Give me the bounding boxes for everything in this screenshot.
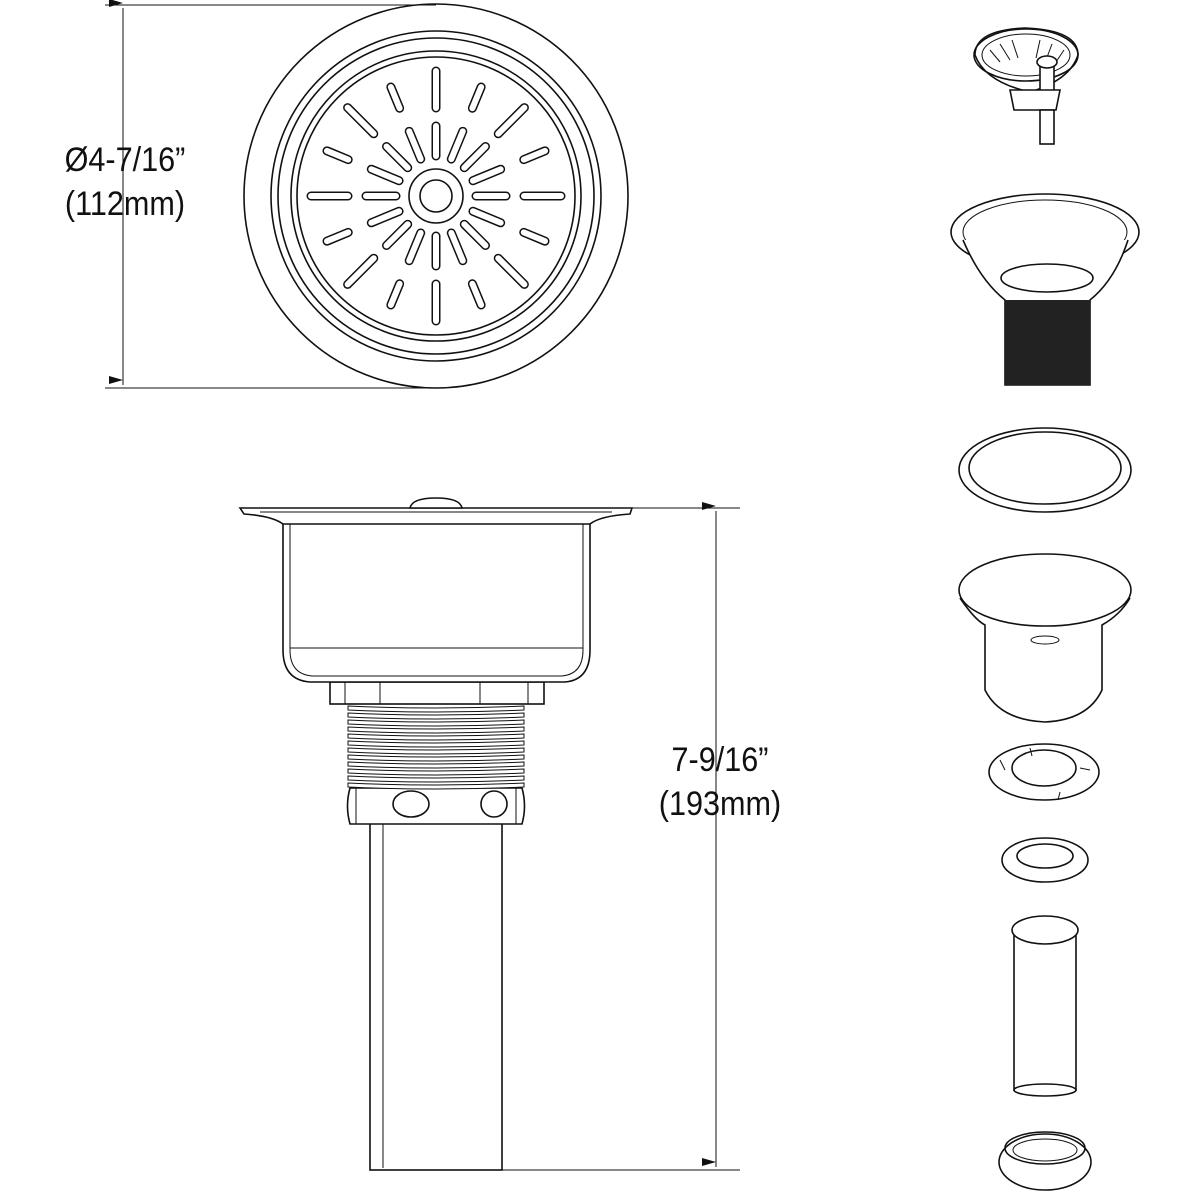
basket-strainer-part — [973, 27, 1079, 145]
friction-ring-cup-part — [958, 553, 1132, 723]
thread — [347, 747, 525, 755]
slot — [448, 229, 466, 264]
thread — [347, 782, 525, 790]
slot — [323, 229, 352, 245]
hub-inner — [419, 179, 453, 213]
thread — [347, 726, 525, 734]
slot — [406, 229, 424, 264]
slot — [383, 221, 411, 249]
hub-outer — [408, 168, 464, 224]
washer-part — [1001, 837, 1089, 883]
basket-knob — [409, 497, 463, 509]
coupling-nut — [346, 787, 526, 825]
slot — [323, 147, 352, 163]
slot — [344, 104, 377, 137]
gasket-part — [958, 427, 1132, 513]
slot — [406, 128, 424, 163]
strainer-body-part — [950, 193, 1140, 386]
slot — [387, 280, 403, 309]
diameter-imperial: Ø4-7/16” — [64, 141, 186, 179]
slot — [344, 255, 377, 288]
flange-outer — [243, 3, 629, 389]
coupling-nut-part — [998, 1131, 1092, 1191]
thread — [347, 768, 525, 776]
exploded-parts — [950, 27, 1140, 1191]
threaded-body — [347, 705, 525, 790]
tailpiece-tube — [369, 819, 503, 1171]
thread — [347, 705, 525, 713]
slot — [520, 147, 549, 163]
slot — [520, 229, 549, 245]
slot — [469, 83, 485, 112]
slot — [368, 208, 403, 226]
strainer-slots — [306, 66, 566, 326]
slot — [368, 166, 403, 184]
thread — [347, 740, 525, 748]
diameter-metric: (112mm) — [64, 185, 186, 223]
height-imperial: 7-9/16” — [671, 741, 769, 779]
diameter-label: Ø4-7/16” (112mm) — [49, 138, 202, 226]
slot — [469, 280, 485, 309]
flange — [238, 507, 634, 525]
locknut — [329, 681, 545, 705]
thread — [347, 775, 525, 783]
slot — [448, 128, 466, 163]
slot — [383, 143, 411, 171]
locknut-part — [988, 743, 1100, 801]
thread — [347, 733, 525, 741]
slot — [495, 104, 528, 137]
height-metric: (193mm) — [658, 785, 782, 823]
slot — [469, 166, 504, 184]
basket-plate — [296, 56, 576, 336]
thread — [347, 754, 525, 762]
thread — [347, 712, 525, 720]
thread — [347, 761, 525, 769]
tailpiece-part — [1011, 915, 1079, 1097]
height-label: 7-9/16” (193mm) — [644, 738, 797, 826]
strainer-cup — [282, 522, 591, 683]
thread — [347, 719, 525, 727]
slot — [469, 208, 504, 226]
slot — [387, 83, 403, 112]
side-view — [238, 497, 740, 1171]
slot — [461, 221, 489, 249]
slot — [495, 255, 528, 288]
top-view — [105, 0, 629, 389]
slot — [461, 143, 489, 171]
